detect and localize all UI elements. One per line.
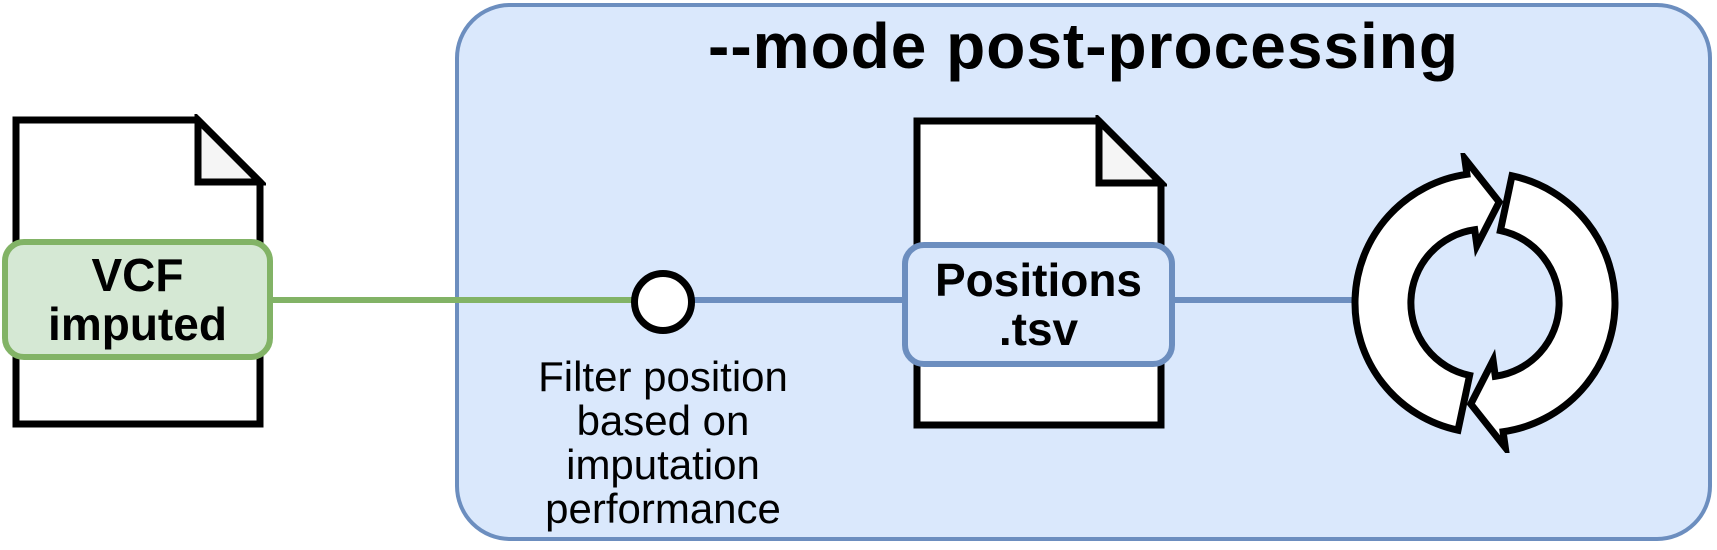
connector-filter-to-positions [692,297,905,303]
container-title: --mode post-processing [708,10,1459,82]
filter-caption-line1: Filter position [538,353,788,400]
positions-tsv-node: Positions .tsv [902,242,1175,367]
vcf-imputed-node: VCF imputed [2,239,273,360]
connector-vcf-to-filter [270,297,635,303]
filter-caption-line4: performance [545,485,781,532]
filter-caption-line3: imputation [566,441,760,488]
positions-label-line1: Positions [934,253,1143,306]
filter-caption-line2: based on [576,397,750,444]
connector-positions-to-loop [1173,297,1355,303]
vcf-label-line2: imputed [48,297,227,350]
filter-circle-node [631,270,695,334]
refresh-loop-icon [1335,153,1635,453]
filter-caption: Filter position based on imputation perf… [463,355,863,531]
vcf-label-line1: VCF [91,248,184,301]
positions-label-line2: .tsv [998,302,1079,355]
